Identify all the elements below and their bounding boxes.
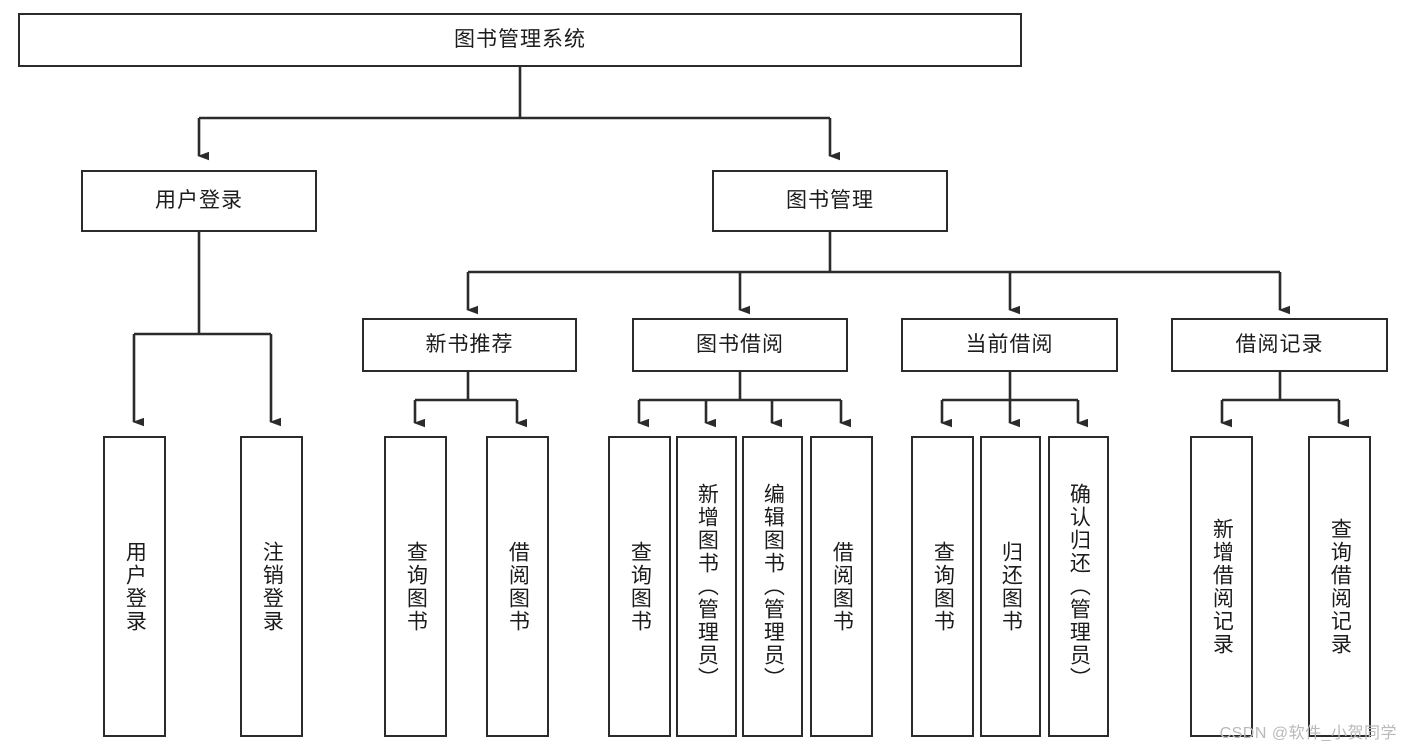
node-label: 新增图书（管理员） <box>695 483 719 690</box>
node-label: 借阅记录 <box>1235 332 1324 356</box>
node-borrow-record[interactable]: 借阅记录 <box>1171 318 1388 372</box>
leaf-user-login-logout[interactable]: 注销登录 <box>240 436 303 737</box>
node-label: 借阅图书 <box>506 540 530 633</box>
node-label: 编辑图书（管理员） <box>761 483 785 690</box>
watermark-text: CSDN @软件_小贺同学 <box>1219 725 1397 742</box>
node-user-login[interactable]: 用户登录 <box>81 170 317 232</box>
node-label: 新书推荐 <box>425 332 514 356</box>
leaf-borrow-record-add[interactable]: 新增借阅记录 <box>1190 436 1253 737</box>
leaf-book-borrow-add[interactable]: 新增图书（管理员） <box>676 436 737 737</box>
leaf-book-borrow-query[interactable]: 查询图书 <box>608 436 671 737</box>
node-label: 查询图书 <box>931 540 955 633</box>
node-label: 注销登录 <box>260 540 284 633</box>
leaf-current-borrow-confirm-return[interactable]: 确认归还（管理员） <box>1048 436 1109 737</box>
node-current-borrow[interactable]: 当前借阅 <box>901 318 1118 372</box>
leaf-book-borrow-edit[interactable]: 编辑图书（管理员） <box>742 436 803 737</box>
node-label: 用户登录 <box>123 540 147 633</box>
node-label: 借阅图书 <box>830 540 854 633</box>
node-label: 查询借阅记录 <box>1328 517 1352 656</box>
node-new-book-recommend[interactable]: 新书推荐 <box>362 318 577 372</box>
leaf-book-borrow-borrow[interactable]: 借阅图书 <box>810 436 873 737</box>
node-label: 查询图书 <box>404 540 428 633</box>
node-label: 查询图书 <box>628 540 652 633</box>
leaf-new-book-query[interactable]: 查询图书 <box>384 436 447 737</box>
leaf-borrow-record-query[interactable]: 查询借阅记录 <box>1308 436 1371 737</box>
node-book-borrow[interactable]: 图书借阅 <box>632 318 848 372</box>
node-book-management[interactable]: 图书管理 <box>712 170 948 232</box>
node-label: 确认归还（管理员） <box>1067 483 1091 690</box>
node-label: 用户登录 <box>155 188 243 212</box>
node-label: 新增借阅记录 <box>1210 517 1234 656</box>
node-label: 图书管理 <box>786 188 874 212</box>
node-label: 当前借阅 <box>965 332 1054 356</box>
leaf-new-book-borrow[interactable]: 借阅图书 <box>486 436 549 737</box>
node-label: 归还图书 <box>999 540 1023 633</box>
leaf-current-borrow-return[interactable]: 归还图书 <box>980 436 1041 737</box>
node-root-system[interactable]: 图书管理系统 <box>18 13 1022 67</box>
node-label: 图书借阅 <box>696 332 784 356</box>
leaf-user-login-login[interactable]: 用户登录 <box>103 436 166 737</box>
leaf-current-borrow-query[interactable]: 查询图书 <box>911 436 974 737</box>
node-label: 图书管理系统 <box>454 27 586 51</box>
